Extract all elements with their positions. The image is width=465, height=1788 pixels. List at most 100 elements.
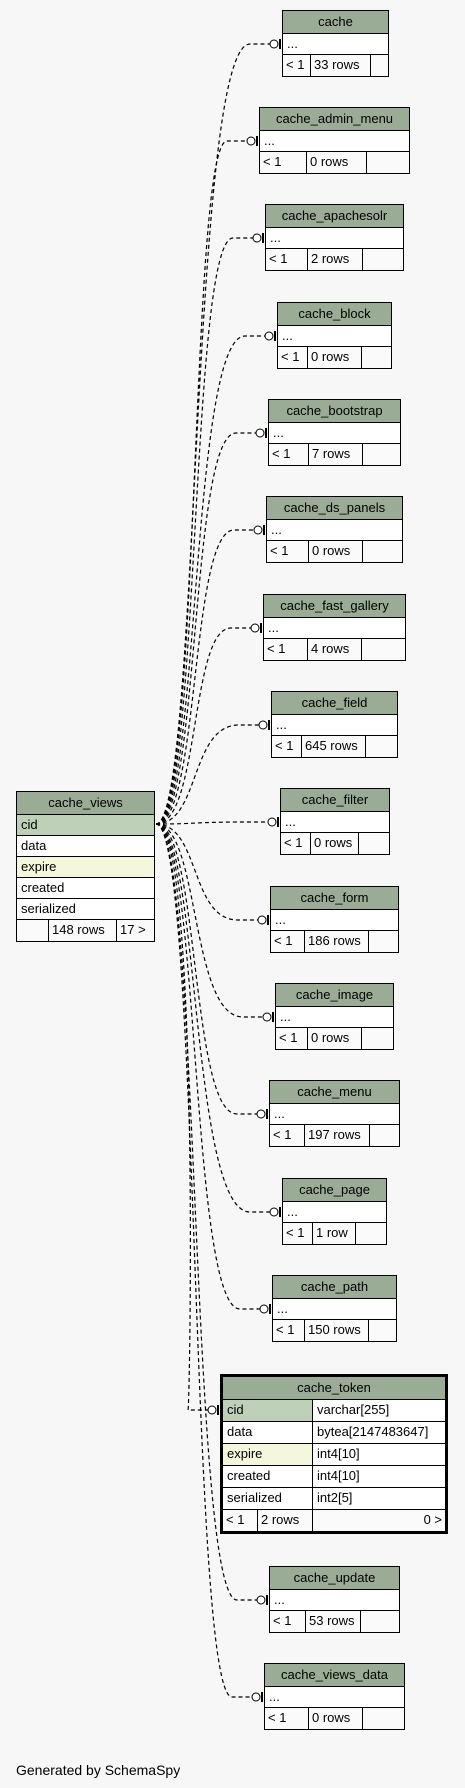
optional-marker xyxy=(258,720,268,730)
relationship-edge xyxy=(155,823,270,1213)
relationship-edge xyxy=(155,627,251,825)
row-count: 148 rows xyxy=(49,920,117,941)
optional-marker xyxy=(207,1405,217,1415)
parents-count: < 1 xyxy=(270,1611,306,1632)
table-title[interactable]: cache_update xyxy=(270,1567,399,1590)
relationship-edge xyxy=(155,823,263,1018)
column-expire: expire xyxy=(17,857,154,878)
relationship-edge xyxy=(155,529,254,825)
table-title[interactable]: cache_image xyxy=(276,984,393,1007)
table-title[interactable]: cache_admin_menu xyxy=(260,108,409,131)
collapsed-columns: ... xyxy=(265,1687,404,1708)
children-count xyxy=(356,1223,386,1244)
column-serialized: serialized int2[5] xyxy=(223,1488,445,1510)
optional-marker xyxy=(246,136,256,146)
table-title[interactable]: cache_filter xyxy=(281,789,389,812)
children-count xyxy=(362,347,391,368)
collapsed-columns: ... xyxy=(264,618,405,639)
row-count: 186 rows xyxy=(305,931,369,952)
table-title[interactable]: cache_form xyxy=(271,887,398,910)
table-footer: < 1 2 rows 0 > xyxy=(223,1510,445,1531)
table-title[interactable]: cache_ds_panels xyxy=(267,497,402,520)
children-count xyxy=(369,1320,396,1341)
children-count xyxy=(363,444,400,465)
column-cid: cid xyxy=(17,815,154,836)
row-count: 33 rows xyxy=(311,55,371,76)
column-data: data bytea[2147483647] xyxy=(223,1422,445,1444)
optional-marker xyxy=(262,1012,272,1022)
parents-count: < 1 xyxy=(264,639,308,660)
relationship-edge xyxy=(155,724,259,825)
optional-marker xyxy=(252,233,262,243)
children-count xyxy=(369,931,398,952)
relationship-edge xyxy=(155,140,247,825)
children-count xyxy=(370,1125,399,1146)
children-count xyxy=(362,1028,393,1049)
parents-count: < 1 xyxy=(276,1028,308,1049)
table-cache-views[interactable]: cache_views cid data expire created seri… xyxy=(16,791,155,942)
collapsed-columns: ... xyxy=(283,1202,386,1223)
row-count: 2 rows xyxy=(308,249,363,270)
table-title[interactable]: cache_page xyxy=(283,1179,386,1202)
row-count: 1 row xyxy=(313,1223,356,1244)
parents-count: < 1 xyxy=(223,1510,258,1531)
table-title[interactable]: cache xyxy=(283,11,388,34)
relationship-edge xyxy=(155,43,270,825)
row-count: 0 rows xyxy=(309,541,363,562)
collapsed-columns: ... xyxy=(270,1104,399,1125)
row-count: 0 rows xyxy=(307,152,367,173)
column-data: data xyxy=(17,836,154,857)
table-cache-token[interactable]: cache_token cid varchar[255] data bytea[… xyxy=(220,1374,448,1534)
collapsed-columns: ... xyxy=(271,910,398,931)
table-title[interactable]: cache_field xyxy=(272,692,397,715)
column-cid: cid varchar[255] xyxy=(223,1400,445,1422)
table-title[interactable]: cache_bootstrap xyxy=(269,400,400,423)
children-count xyxy=(361,1611,399,1632)
table-title[interactable]: cache_apachesolr xyxy=(266,205,403,228)
parents-count: < 1 xyxy=(267,541,309,562)
table-title[interactable]: cache_token xyxy=(223,1377,445,1400)
parents-count: < 1 xyxy=(281,833,311,854)
table-title[interactable]: cache_views xyxy=(17,792,154,815)
table-footer: 148 rows 17 > xyxy=(17,920,154,941)
optional-marker xyxy=(264,331,274,341)
table-title[interactable]: cache_menu xyxy=(270,1081,399,1104)
collapsed-columns: ... xyxy=(276,1007,393,1028)
children-count xyxy=(363,249,403,270)
table-title[interactable]: cache_fast_gallery xyxy=(264,595,405,618)
relationship-edge xyxy=(155,823,257,1601)
optional-marker xyxy=(256,1109,266,1119)
column-created: created xyxy=(17,878,154,899)
table-title[interactable]: cache_path xyxy=(273,1276,396,1299)
relationship-edge xyxy=(155,821,268,825)
table-title[interactable]: cache_block xyxy=(278,303,391,326)
children-count xyxy=(363,541,402,562)
collapsed-columns: ... xyxy=(281,812,389,833)
table-title[interactable]: cache_views_data xyxy=(265,1664,404,1687)
relationship-edge xyxy=(155,237,253,825)
parents-count: < 1 xyxy=(283,55,311,76)
row-count: 53 rows xyxy=(306,1611,361,1632)
column-created: created int4[10] xyxy=(223,1466,445,1488)
